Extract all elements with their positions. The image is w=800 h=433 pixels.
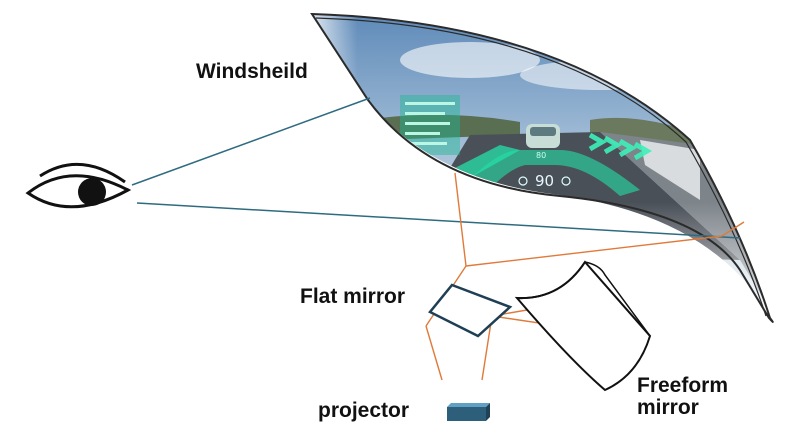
freeform-mirror-label-line2: mirror: [637, 396, 699, 420]
sight-line-lower: [136, 202, 741, 239]
eye-icon: [25, 162, 132, 209]
windshield-scene: 80 90: [312, 14, 770, 318]
flat-mirror-label: Flat mirror: [300, 285, 406, 308]
projector-label: projector: [318, 399, 410, 422]
freeform-mirror: [514, 260, 652, 392]
flat-mirror: [428, 283, 513, 338]
freeform-mirror-label: Freeform mirror: [637, 374, 729, 420]
freeform-mirror-label-line1: Freeform: [637, 374, 729, 397]
sight-line-upper: [131, 97, 371, 186]
windshield-label: Windsheild: [196, 60, 308, 83]
projector-device: [447, 403, 490, 421]
windshield-outline: [310, 12, 774, 323]
